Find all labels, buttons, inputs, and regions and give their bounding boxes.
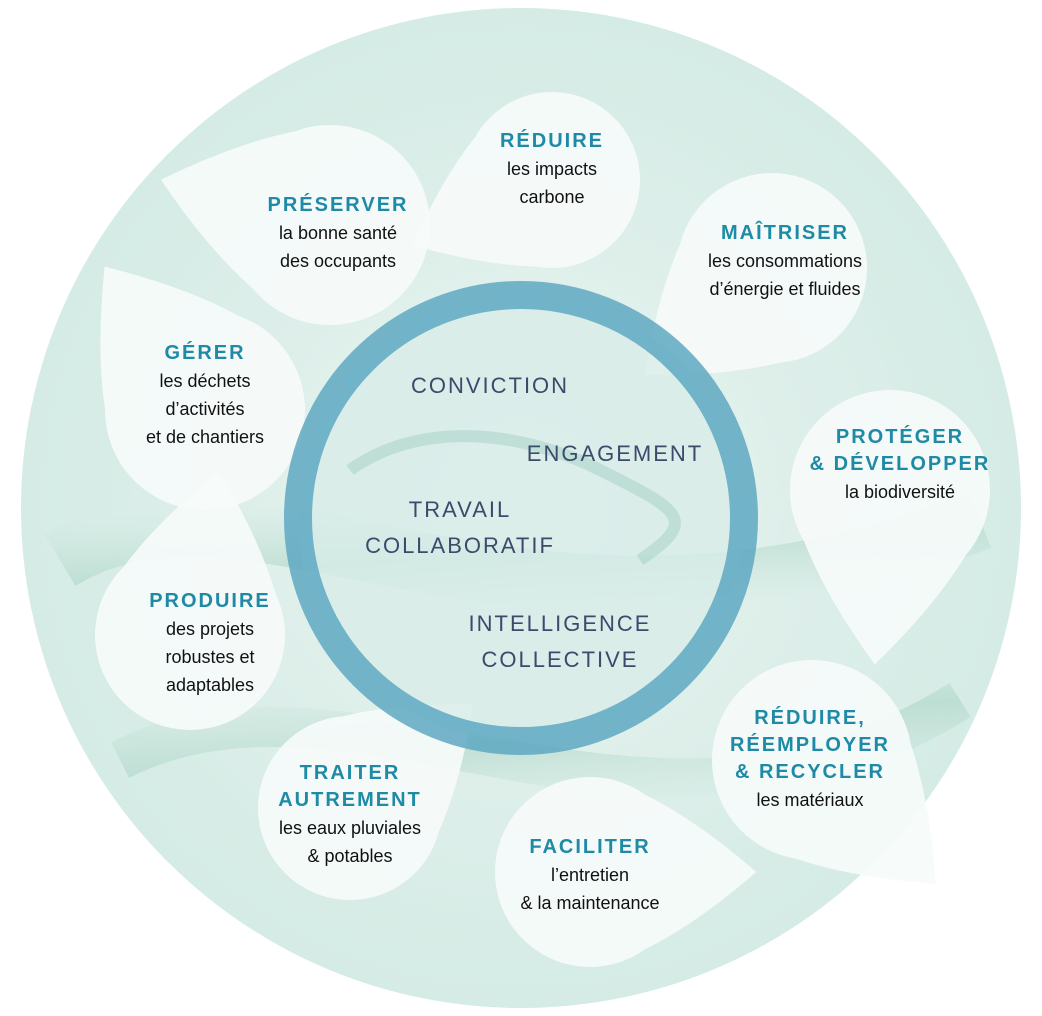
petal-text: les impacts (506, 159, 598, 179)
petal-shape-reemployer (711, 660, 936, 884)
petal-shape-proteger (789, 390, 990, 665)
petal-preserver: PRÉSERVER la bonne santé des occupants (228, 192, 448, 275)
petal-text: l’entretien (550, 865, 630, 885)
petal-shape-gerer (100, 266, 305, 510)
petal-title: RÉDUIRE, (754, 707, 866, 729)
petal-text: des occupants (279, 251, 397, 271)
petal-title: MAÎTRISER (721, 222, 849, 244)
petal-shape-maitriser (644, 173, 868, 376)
petal-text: les déchets (159, 371, 251, 391)
petal-reduire-reemployer-recycler: RÉDUIRE, RÉEMPLOYER & RECYCLER les matér… (700, 705, 920, 814)
petal-title: RÉEMPLOYER (729, 734, 891, 756)
core-value-text: ENGAGEMENT (526, 441, 704, 466)
petal-title: TRAITER (299, 762, 401, 784)
petal-title: & RECYCLER (734, 761, 885, 783)
petal-text: carbone (519, 187, 585, 207)
core-disc (298, 295, 744, 741)
petal-text: la bonne santé (278, 223, 398, 243)
petal-text: la biodiversité (844, 482, 956, 502)
petal-title: PROTÉGER (835, 426, 965, 448)
core-value-travail-collaboratif: TRAVAIL COLLABORATIF (340, 492, 580, 564)
decorative-leaf-motif (346, 430, 681, 565)
petals-layer (95, 92, 990, 967)
petal-faciliter: FACILITER l’entretien & la maintenance (480, 834, 700, 917)
petal-text: robustes et (165, 647, 255, 667)
petal-shape-traiter (258, 704, 474, 901)
petal-traiter-autrement: TRAITER AUTREMENT les eaux pluviales & p… (240, 760, 460, 870)
core-value-text: CONVICTION (410, 373, 570, 398)
petal-title: GÉRER (164, 342, 246, 364)
core-value-conviction: CONVICTION (380, 368, 600, 404)
petal-text: & potables (307, 846, 393, 866)
petal-title: & DÉVELOPPER (809, 453, 991, 475)
petal-text: des projets (165, 619, 255, 639)
core-ring (284, 281, 758, 755)
petal-text: & la maintenance (520, 893, 660, 913)
core-value-engagement: ENGAGEMENT (505, 436, 725, 472)
petal-reduire-impacts-carbone: RÉDUIRE les impacts carbone (452, 128, 652, 211)
petal-text: les consommations (707, 251, 863, 271)
core-value-intelligence-collective: INTELLIGENCE COLLECTIVE (440, 606, 680, 678)
petal-gerer: GÉRER les déchets d’activités et de chan… (100, 340, 310, 451)
petal-text: adaptables (165, 675, 255, 695)
core-value-text: TRAVAIL (408, 497, 512, 522)
core-value-text: COLLECTIVE (481, 647, 639, 672)
petal-text: les matériaux (756, 790, 864, 810)
petal-text: d’énergie et fluides (709, 279, 861, 299)
petal-shape-produire (95, 471, 286, 730)
petal-title: RÉDUIRE (499, 130, 604, 152)
petal-title: FACILITER (529, 836, 651, 858)
petal-text: les eaux pluviales (278, 818, 422, 838)
petal-shape-preserver (160, 125, 430, 325)
petal-text: et de chantiers (145, 427, 265, 447)
petal-text: d’activités (165, 399, 245, 419)
petal-produire: PRODUIRE des projets robustes et adaptab… (100, 588, 320, 699)
petal-proteger-developper: PROTÉGER & DÉVELOPPER la biodiversité (790, 424, 1010, 506)
petal-maitriser: MAÎTRISER les consommations d’énergie et… (665, 220, 905, 303)
petal-shape-reduire-carbone (412, 92, 640, 268)
petal-shape-faciliter (495, 777, 757, 967)
core-value-text: INTELLIGENCE (468, 611, 652, 636)
core-value-text: COLLABORATIF (365, 533, 555, 558)
petal-title: AUTREMENT (278, 789, 422, 811)
petal-title: PRODUIRE (149, 590, 271, 612)
petal-title: PRÉSERVER (267, 194, 409, 216)
